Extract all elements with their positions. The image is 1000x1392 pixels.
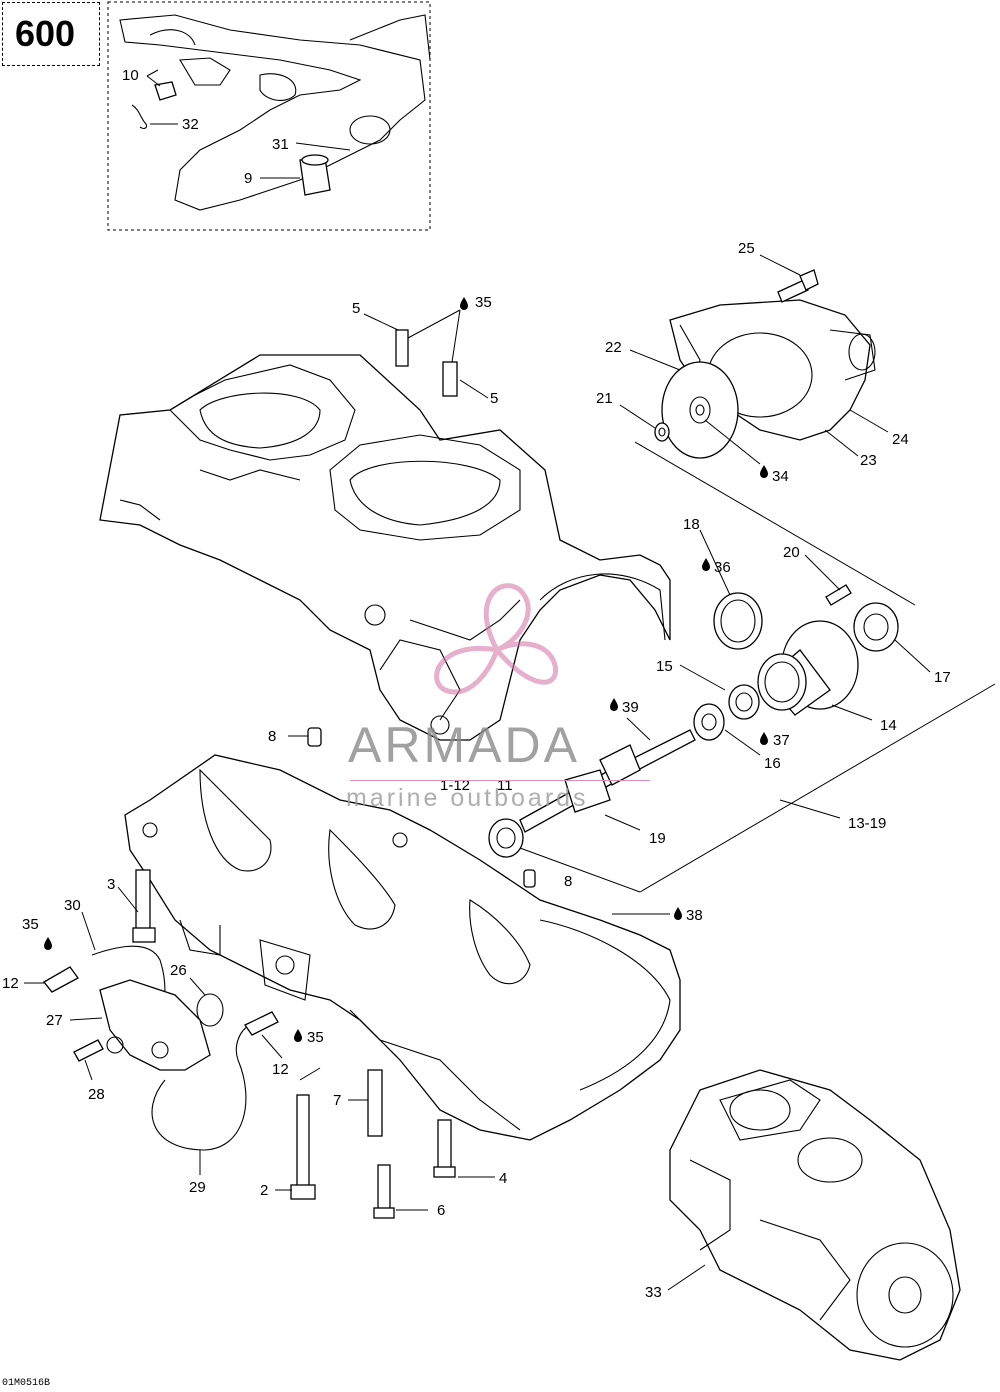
oil-drop-icon xyxy=(294,1029,302,1042)
part-21-washer xyxy=(654,422,670,442)
oil-drop-icon xyxy=(674,907,682,920)
callout-39: 39 xyxy=(622,699,639,716)
callout-10: 10 xyxy=(122,67,139,84)
part-4-bolt xyxy=(433,1119,456,1178)
part-30-hose xyxy=(91,945,166,1006)
watermark-brand: ARMADA xyxy=(348,717,580,773)
callout-31: 31 xyxy=(272,136,289,153)
callout-16: 16 xyxy=(764,755,781,772)
leader-lines xyxy=(24,69,996,1291)
callout-36: 36 xyxy=(714,559,731,576)
part-3-stud xyxy=(132,869,156,943)
part-29-hose-loop xyxy=(151,1024,251,1151)
callout-30: 30 xyxy=(64,897,81,914)
inset-part-9-seal xyxy=(299,154,331,196)
callout-19: 19 xyxy=(649,830,666,847)
callout-8-bottom: 8 xyxy=(564,873,572,890)
oil-drop-symbols xyxy=(44,297,768,1042)
figure-code: 01M0516B xyxy=(2,1378,51,1389)
callout-35-left: 35 xyxy=(22,916,39,933)
model-number: 600 xyxy=(15,13,76,54)
part-26-oring xyxy=(196,993,224,1027)
callout-4: 4 xyxy=(499,1170,507,1187)
part-8-dowel xyxy=(307,727,536,888)
part-12-fitting-right xyxy=(244,1011,279,1036)
callout-35-top: 35 xyxy=(475,294,492,311)
oil-drop-icon xyxy=(760,732,768,745)
callout-37: 37 xyxy=(773,732,790,749)
callout-5-right: 5 xyxy=(490,390,498,407)
callout-34: 34 xyxy=(772,468,789,485)
callout-12-right: 12 xyxy=(272,1061,289,1078)
callout-20: 20 xyxy=(783,544,800,561)
callout-6: 6 xyxy=(437,1202,445,1219)
upper-crankcase xyxy=(99,354,671,741)
callout-17: 17 xyxy=(934,669,951,686)
oil-drop-icon xyxy=(460,297,468,310)
callout-3: 3 xyxy=(107,876,115,893)
oil-drop-icon xyxy=(44,937,52,950)
callout-38: 38 xyxy=(686,907,703,924)
callout-15: 15 xyxy=(656,658,673,675)
callout-27: 27 xyxy=(46,1012,63,1029)
callout-13-19: 13-19 xyxy=(848,815,886,832)
inset-part-32-clip xyxy=(131,104,148,129)
part-14-pulley-housing xyxy=(757,620,859,716)
part-12-fitting-left xyxy=(43,966,79,993)
watermark-tagline: marine outboards xyxy=(346,784,589,812)
callout-21: 21 xyxy=(596,390,613,407)
inset-crankcase-detail xyxy=(119,14,431,211)
callout-28: 28 xyxy=(88,1086,105,1103)
callout-29: 29 xyxy=(189,1179,206,1196)
part-17-ring xyxy=(853,602,899,652)
callout-9: 9 xyxy=(244,170,252,187)
callout-1-12: 1-12 xyxy=(440,777,470,794)
callout-labels: 10 32 31 9 25 5 35 5 22 21 24 23 34 18 2… xyxy=(2,67,951,1301)
callout-24: 24 xyxy=(892,431,909,448)
part-28-screw xyxy=(73,1039,104,1062)
callout-32: 32 xyxy=(182,116,199,133)
part-7-stud xyxy=(367,1069,383,1137)
callout-25: 25 xyxy=(738,240,755,257)
part-36-seal-ring xyxy=(713,592,763,650)
callout-14: 14 xyxy=(880,717,897,734)
inset-part-10 xyxy=(154,81,177,101)
lower-crankcase xyxy=(124,754,681,1141)
part-25-bolt xyxy=(777,269,819,303)
callout-22: 22 xyxy=(605,339,622,356)
callout-7: 7 xyxy=(333,1092,341,1109)
oil-drop-icon xyxy=(610,698,618,711)
watermark-divider xyxy=(350,780,650,781)
callout-5-top: 5 xyxy=(352,300,360,317)
part-15-37-bearings xyxy=(693,684,760,741)
callout-8-top: 8 xyxy=(268,728,276,745)
callout-33: 33 xyxy=(645,1284,662,1301)
part-2-long-bolt xyxy=(290,1094,316,1200)
callout-18: 18 xyxy=(683,516,700,533)
callout-2: 2 xyxy=(260,1182,268,1199)
watermark-logo xyxy=(434,583,559,695)
callout-35-right: 35 xyxy=(307,1029,324,1046)
callout-23: 23 xyxy=(860,452,877,469)
part-19-ring xyxy=(488,818,524,858)
part-22-impeller xyxy=(661,361,739,459)
callout-26: 26 xyxy=(170,962,187,979)
part-33-engine-assembly xyxy=(669,1069,961,1361)
oil-drop-icon xyxy=(760,465,768,478)
oil-drop-icon xyxy=(702,558,710,571)
callout-12-left: 12 xyxy=(2,975,19,992)
callout-11: 11 xyxy=(497,777,513,794)
part-27-oil-pump xyxy=(99,979,211,1071)
inset-detail-box xyxy=(107,1,431,231)
part-6-bolt xyxy=(373,1164,395,1219)
part-5-studs xyxy=(395,329,458,397)
model-number-box: 600 xyxy=(2,2,100,66)
